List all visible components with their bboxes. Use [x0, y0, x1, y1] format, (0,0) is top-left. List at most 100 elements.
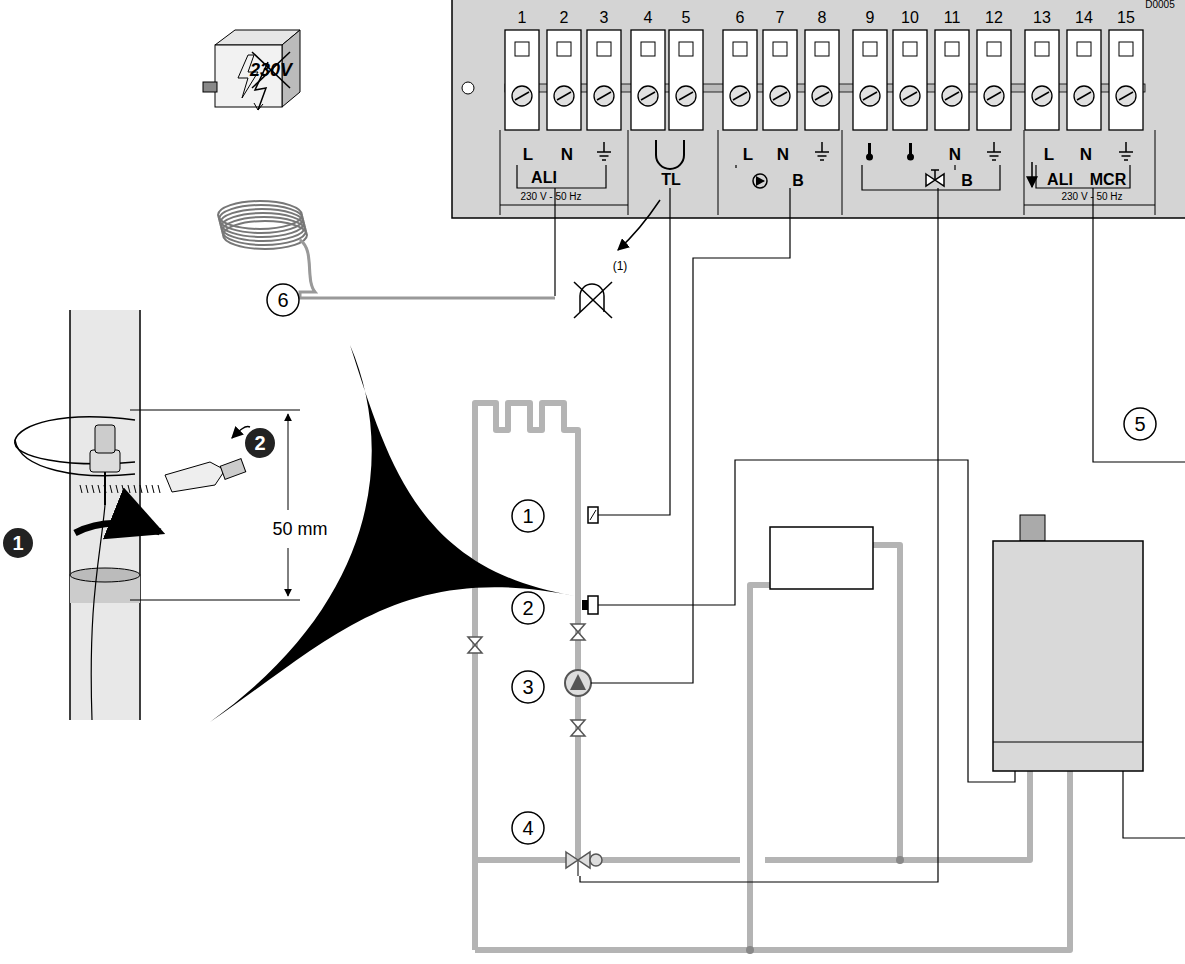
- terminal-number: 4: [644, 10, 653, 26]
- terminal-screw: [512, 86, 532, 106]
- screw-slot: [1035, 92, 1049, 100]
- terminal-number: 5: [682, 10, 691, 26]
- callout-number: 2: [254, 433, 265, 453]
- hydraulic-pipes: [475, 403, 1070, 950]
- terminal-hole: [1035, 42, 1049, 56]
- screw-slot: [815, 92, 829, 100]
- detail-pointer: [210, 345, 575, 722]
- terminal: [723, 30, 757, 130]
- terminal-hole: [773, 42, 787, 56]
- group-name: ALI: [1047, 172, 1073, 188]
- terminal-screw: [984, 86, 1004, 106]
- terminal-number: 11: [944, 10, 961, 26]
- terminal: [505, 30, 539, 130]
- callout-circle: [244, 427, 276, 459]
- ground-symbol: [815, 142, 829, 160]
- group-name: B: [792, 173, 804, 189]
- pin-name: N: [1080, 146, 1092, 163]
- pump-symbol: [753, 174, 767, 188]
- terminal-number: 8: [818, 10, 827, 26]
- callout-number: 4: [522, 818, 533, 838]
- terminal-screw: [554, 86, 574, 106]
- callout-circle: [267, 284, 299, 316]
- ground-symbol: [597, 142, 611, 160]
- terminal-screw: [812, 86, 832, 106]
- terminal: [669, 30, 703, 130]
- terminal: [977, 30, 1011, 130]
- callout-number: 2: [522, 598, 533, 618]
- supply-cable: [300, 240, 555, 298]
- screw-slot: [863, 92, 877, 100]
- callout-circle: [2, 527, 34, 559]
- terminal: [853, 30, 887, 130]
- pin-name: N: [949, 146, 961, 163]
- screw-slot: [1077, 92, 1091, 100]
- callout-circle: [512, 671, 544, 703]
- isolating-valve: [468, 637, 482, 653]
- ground-symbol: [1119, 142, 1133, 160]
- terminal: [935, 30, 969, 130]
- callout-number: 6: [277, 290, 288, 310]
- voltage-warning: 230V: [250, 61, 292, 79]
- valve-symbol: [926, 170, 944, 186]
- flow-sensor: [582, 596, 598, 614]
- terminal-screw: [770, 86, 790, 106]
- callout-circle: [512, 812, 544, 844]
- terminal-number: 13: [1033, 10, 1051, 26]
- screw-slot: [773, 92, 787, 100]
- cable-coil: [218, 201, 315, 292]
- isolating-valve: [571, 720, 585, 736]
- pipe-detail: [15, 310, 300, 720]
- terminal: [547, 30, 581, 130]
- terminal-number: 7: [776, 10, 785, 26]
- terminal: [805, 30, 839, 130]
- remove-bridge-arrow: [618, 200, 660, 250]
- isolating-switch-box: [203, 30, 300, 110]
- terminal: [1109, 30, 1143, 130]
- group-dividers: [500, 130, 1155, 215]
- removed-bridge-symbol: [574, 282, 612, 318]
- screw-slot: [945, 92, 959, 100]
- group-name: ALI: [531, 170, 557, 186]
- screw-slot: [903, 92, 917, 100]
- terminal-hole: [679, 42, 693, 56]
- terminal-screw: [900, 86, 920, 106]
- group-name: TL: [661, 172, 681, 188]
- pin-name: L: [523, 146, 533, 163]
- terminal-brackets: [517, 165, 1130, 190]
- terminal-number: 6: [736, 10, 745, 26]
- terminal-hole: [903, 42, 917, 56]
- terminal-screw: [942, 86, 962, 106]
- screw-slot: [515, 92, 529, 100]
- pipe-junction: [896, 856, 904, 864]
- pin-name: L: [743, 146, 753, 163]
- group-name: MCR: [1090, 172, 1126, 188]
- terminal-screw: [860, 86, 880, 106]
- screw-slot: [557, 92, 571, 100]
- boiler-panel-line: [993, 742, 1143, 743]
- terminal-hole: [1119, 42, 1133, 56]
- terminal-hole: [641, 42, 655, 56]
- supply-wire: [554, 188, 555, 296]
- terminal-number: 1: [518, 10, 527, 26]
- terminal-screw: [676, 86, 696, 106]
- callout-number: 1: [12, 533, 23, 553]
- voltage-rating: 230 V - 50 Hz: [520, 192, 581, 202]
- pin-name: N: [777, 146, 789, 163]
- terminal-number: 14: [1075, 10, 1093, 26]
- voltage-rating: 230 V - 50 Hz: [1061, 192, 1122, 202]
- circulator-pump: [565, 670, 591, 696]
- terminal-hole: [945, 42, 959, 56]
- callout-circles: [2, 284, 1156, 844]
- dimension: 50 mm: [272, 520, 327, 538]
- cable-loop: [223, 221, 307, 249]
- buffer-box: [770, 527, 873, 589]
- terminal-number: 10: [901, 10, 919, 26]
- callout-number: 3: [522, 677, 533, 697]
- callout-number: 1: [522, 506, 533, 526]
- terminal-panel: [452, 0, 1185, 218]
- terminal-screw: [594, 86, 614, 106]
- terminal-hole: [863, 42, 877, 56]
- pin-name: L: [1044, 146, 1054, 163]
